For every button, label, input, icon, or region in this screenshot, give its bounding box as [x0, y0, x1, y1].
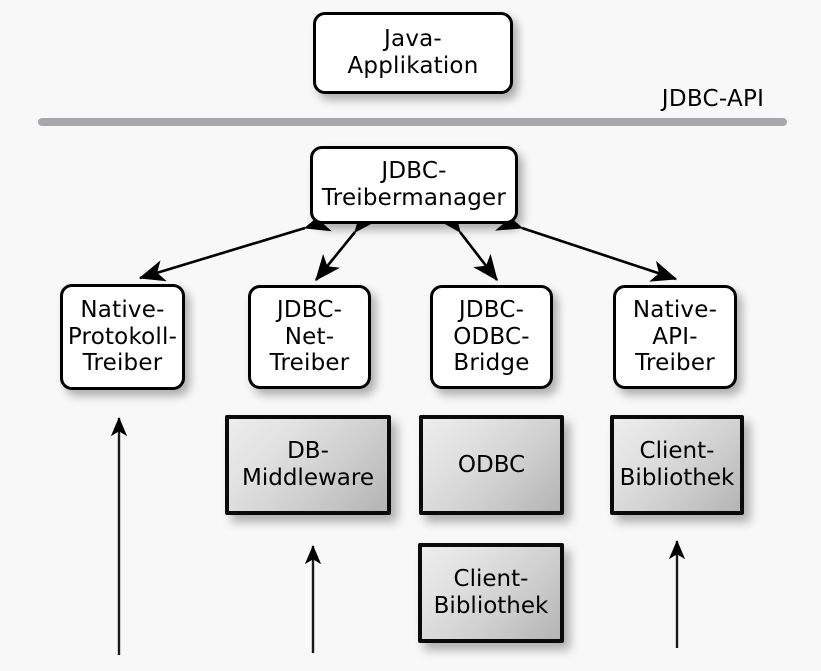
- jdbc-api-label: JDBC-API: [661, 86, 765, 112]
- node-label: Native- API- Treiber: [632, 296, 718, 377]
- node-label: ODBC: [457, 451, 526, 478]
- node-jdbc-treibermanager[interactable]: JDBC- Treibermanager: [310, 146, 518, 224]
- connector-manager-jdbc-odbc: [436, 205, 499, 282]
- node-java-applikation[interactable]: Java- Applikation: [313, 12, 513, 94]
- node-jdbc-odbc-bridge[interactable]: JDBC- ODBC- Bridge: [430, 285, 553, 389]
- jdbc-api-divider-line: [38, 118, 787, 126]
- node-label: JDBC- Net- Treiber: [269, 296, 350, 377]
- node-client-bibliothek-right[interactable]: Client- Bibliothek: [610, 415, 744, 515]
- node-label: DB- Middleware: [242, 438, 374, 491]
- node-label: JDBC- ODBC- Bridge: [453, 296, 530, 377]
- node-label: Native- Protokoll- Treiber: [67, 296, 178, 377]
- node-native-api-treiber[interactable]: Native- API- Treiber: [613, 285, 737, 389]
- node-native-protokoll-treiber[interactable]: Native- Protokoll- Treiber: [60, 284, 185, 390]
- connector-manager-native-api: [495, 209, 678, 282]
- connector-manager-jdbc-net: [314, 205, 380, 282]
- node-label: Client- Bibliothek: [619, 438, 735, 491]
- node-label: JDBC- Treibermanager: [321, 158, 507, 211]
- node-label: Client- Bibliothek: [433, 566, 549, 619]
- connector-manager-native-protokoll: [138, 210, 332, 282]
- node-label: Java- Applikation: [347, 26, 479, 79]
- node-client-bibliothek-odbc[interactable]: Client- Bibliothek: [418, 543, 564, 643]
- node-jdbc-net-treiber[interactable]: JDBC- Net- Treiber: [248, 285, 371, 389]
- node-db-middleware[interactable]: DB- Middleware: [225, 415, 391, 515]
- node-odbc[interactable]: ODBC: [419, 415, 564, 515]
